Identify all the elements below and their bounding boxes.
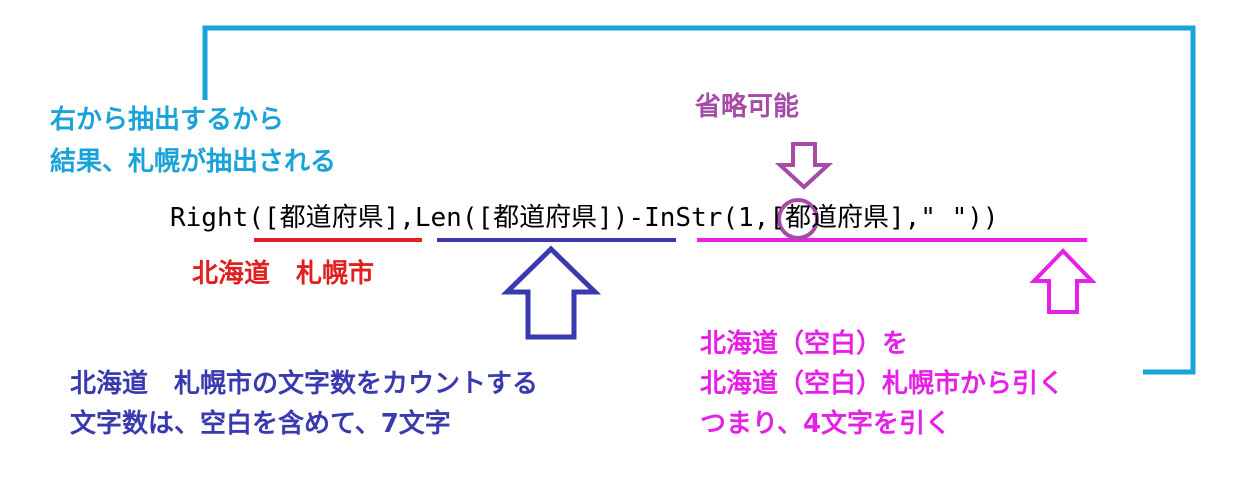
pink-note-line-2: 北海道（空白）札幌市から引く bbox=[700, 369, 1065, 399]
pink-note-line-3: つまり、4文字を引く bbox=[700, 409, 952, 439]
formula-expression: Right([都道府県],Len([都道府県])-InStr(1,[都道府県],… bbox=[170, 203, 999, 233]
purple-down-arrow bbox=[774, 142, 834, 190]
magenta-up-arrow bbox=[1029, 248, 1097, 314]
red-note: 北海道 札幌市 bbox=[192, 259, 375, 289]
right-note-line-1: 右から抽出するから bbox=[50, 105, 285, 135]
blue-up-arrow bbox=[500, 245, 602, 340]
purple-circle bbox=[777, 198, 819, 240]
right-note-line-2: 結果、札幌が抽出される bbox=[50, 147, 337, 177]
blue-note-line-1: 北海道 札幌市の文字数をカウントする bbox=[70, 369, 539, 399]
cyan-connector-line bbox=[202, 25, 1196, 375]
pink-note-line-1: 北海道（空白）を bbox=[700, 329, 909, 359]
blue-note-line-2: 文字数は、空白を含めて、7文字 bbox=[70, 409, 451, 439]
omit-note: 省略可能 bbox=[695, 92, 800, 122]
